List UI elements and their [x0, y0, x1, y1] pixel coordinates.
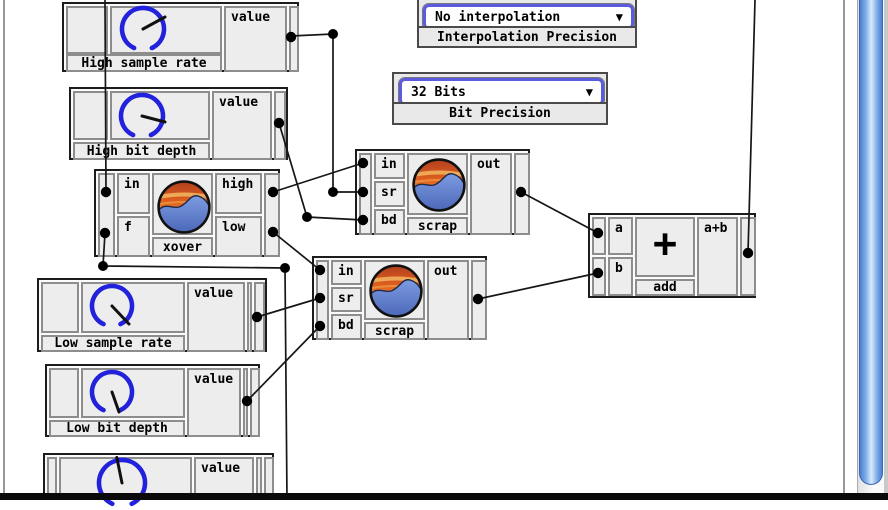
wire-scrap-high-out-to-add-a[interactable]: [520, 191, 599, 234]
port-label-out: out: [427, 260, 469, 340]
dropdown-caption: Bit Precision: [394, 102, 606, 123]
window-bottom-bar: [0, 493, 888, 500]
port-label-high: high: [215, 173, 262, 214]
window-right-edge: [884, 0, 888, 500]
node-title: xover: [152, 237, 213, 257]
input-port-column: [316, 260, 329, 340]
vertical-scrollbar-thumb[interactable]: [859, 0, 883, 485]
port-label-bd: bd: [331, 314, 362, 340]
node-title: Low sample rate: [41, 335, 185, 352]
node-title: High sample rate: [66, 54, 222, 72]
node-scrap-high[interactable]: in sr bd scrap out: [355, 149, 530, 235]
junction-dot: [280, 263, 290, 273]
port-label-in: in: [331, 260, 362, 285]
spacer-column: [247, 282, 252, 352]
interpolation-precision-group: No interpolation ▼ Interpolation Precisi…: [417, 0, 637, 48]
chevron-down-icon: ▼: [615, 10, 623, 24]
output-port-column: [471, 260, 487, 340]
dropdown-caption: Interpolation Precision: [419, 26, 635, 46]
output-port-column: [254, 282, 265, 352]
port-label-out: out: [470, 153, 512, 235]
sunset-wave-icon: [367, 262, 425, 320]
sunset-wave-icon: [410, 156, 468, 214]
value-display: value: [224, 6, 287, 72]
junction-dot: [328, 29, 338, 39]
spacer-column: [243, 368, 248, 437]
interpolation-dropdown[interactable]: No interpolation ▼: [422, 3, 635, 31]
spacer-cell: [41, 282, 79, 333]
spacer-cell: [66, 6, 108, 54]
port-label-in: in: [374, 153, 405, 179]
node-title: scrap: [407, 217, 468, 235]
node-add[interactable]: a b + add a+b: [588, 213, 756, 298]
node-low-bit-depth[interactable]: Low bit depth value: [45, 364, 260, 437]
input-port-column: [98, 173, 115, 257]
output-port-column: [264, 173, 280, 257]
node-scrap-low[interactable]: in sr bd scrap out: [312, 256, 487, 340]
wire-scrap-low-out-to-add-b[interactable]: [477, 272, 599, 300]
port-label-sr: sr: [374, 181, 405, 207]
value-display: value: [187, 282, 245, 352]
port-label-low: low: [215, 216, 262, 257]
port-label-in: in: [117, 173, 150, 214]
bit-precision-group: 32 Bits ▼ Bit Precision: [392, 72, 608, 125]
canvas-left-border: [3, 0, 5, 493]
chevron-down-icon: ▼: [585, 85, 593, 99]
node-high-sample-rate[interactable]: High sample rate value: [62, 2, 299, 72]
input-port-b-column: [592, 257, 606, 296]
node-title: High bit depth: [73, 142, 210, 160]
node-title: add: [635, 279, 695, 296]
port-label-b: b: [608, 257, 633, 296]
output-port-column: [274, 91, 286, 160]
dropdown-value: 32 Bits: [411, 84, 466, 100]
node-xover[interactable]: in f xover high low: [94, 169, 280, 257]
port-label-out: a+b: [697, 217, 738, 296]
dropdown-value: No interpolation: [435, 9, 561, 25]
wire-xover-high-to-scrap-high-in[interactable]: [272, 162, 364, 193]
port-label-a: a: [608, 217, 633, 255]
output-port-column: [740, 217, 756, 296]
value-display: value: [212, 91, 272, 160]
output-port-column: [289, 6, 299, 72]
spacer-cell: [49, 368, 79, 418]
node-low-sample-rate[interactable]: Low sample rate value: [37, 278, 267, 352]
node-high-bit-depth[interactable]: High bit depth value: [69, 87, 288, 160]
node-title: Low bit depth: [49, 420, 185, 437]
junction-dot: [98, 261, 108, 271]
junction-dot: [302, 212, 312, 222]
vertical-scrollbar-track[interactable]: [857, 0, 884, 493]
wire-hbd-to-scrap-high-bd[interactable]: [278, 122, 364, 221]
value-display: value: [187, 368, 241, 437]
port-label-sr: sr: [331, 287, 362, 312]
high-bit-depth-knob[interactable]: [115, 89, 169, 143]
high-sample-rate-knob[interactable]: [116, 2, 170, 56]
junction-dot: [328, 187, 338, 197]
low-sample-rate-knob[interactable]: [85, 279, 139, 333]
port-label-f: f: [117, 216, 150, 257]
sunset-wave-icon: [155, 178, 213, 236]
port-label-bd: bd: [374, 209, 405, 235]
node-title: scrap: [364, 322, 425, 340]
wire-hsr-to-scrap-high-sr[interactable]: [290, 33, 363, 193]
plus-icon: +: [635, 217, 695, 277]
output-port-column: [514, 153, 530, 235]
scrollbar-gutter: [845, 0, 857, 493]
canvas-right-border: [843, 0, 845, 493]
freq-knob[interactable]: [95, 456, 149, 510]
input-port-a-column: [592, 217, 606, 255]
input-port-column: [359, 153, 372, 235]
spacer-cell: [73, 91, 108, 140]
low-bit-depth-knob[interactable]: [85, 365, 139, 419]
output-port-column: [250, 368, 260, 437]
